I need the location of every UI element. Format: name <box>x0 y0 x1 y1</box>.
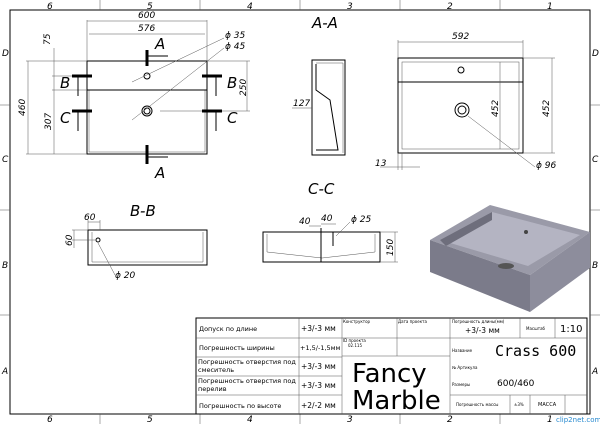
grid-col-label: 6 <box>47 2 53 12</box>
section-b-b: B-B 60 60 ϕ 20 <box>65 202 208 281</box>
grid-col-label: 4 <box>247 415 253 424</box>
dim-452-inner: 452 <box>491 100 501 117</box>
grid-row-label: B <box>592 261 598 271</box>
section-markers <box>72 50 222 164</box>
tolerance-label: Погрешность отверстия под смеситель <box>198 358 296 374</box>
length-tolerance-label: Погрешность длины(мм) <box>452 319 505 324</box>
project-date-label: Дата проекта <box>398 319 427 324</box>
dim-127: 127 <box>293 99 310 109</box>
cut-label-b-left: B <box>60 74 70 92</box>
scale-value: 1:10 <box>560 324 582 335</box>
mass-tolerance-value: ±3% <box>514 402 524 407</box>
tolerance-value: +2/-2 мм <box>301 401 336 410</box>
grid-row-label: D <box>2 49 9 59</box>
cut-label-a-bottom: A <box>154 164 165 182</box>
grid-col-label: 5 <box>147 415 153 424</box>
drain-hole <box>141 105 153 117</box>
top-view: 600 576 75 460 307 250 ϕ 35 ϕ 45 A A B B… <box>18 11 250 182</box>
dim-307: 307 <box>44 113 54 130</box>
name-label: Название <box>452 348 473 353</box>
mass-label: МАССА <box>538 402 557 408</box>
project-id: 02.115 <box>348 343 362 348</box>
section-cc-title: C-C <box>308 180 335 198</box>
product-name: Crass 600 <box>495 342 576 360</box>
grid-col-label: 3 <box>347 415 353 424</box>
size-value: 600/460 <box>497 379 535 389</box>
section-a-a: A-A 127 <box>292 14 346 156</box>
tolerance-label: Погрешность отверстия под перелив <box>198 377 296 393</box>
tolerance-value: +1,5/-1,5мм <box>300 344 341 352</box>
grid-row-label: D <box>592 49 599 59</box>
dim-60-h: 60 <box>84 213 96 223</box>
grid-row-label: A <box>1 367 8 377</box>
grid-col-label: 2 <box>447 2 453 12</box>
dim-60-v: 60 <box>65 234 75 246</box>
tolerance-label: Погрешность по высоте <box>199 402 281 410</box>
dim-460: 460 <box>18 99 28 116</box>
tolerance-label: Допуск по длине <box>199 325 257 333</box>
dim-592: 592 <box>452 32 469 42</box>
grid-col-label: 1 <box>547 415 553 424</box>
tolerance-value: +3/-3 мм <box>301 381 336 390</box>
grid-col-label: 6 <box>47 415 53 424</box>
dim-40-b: 40 <box>321 214 333 224</box>
grid-row-label: C <box>592 155 599 165</box>
grid-col-label: 5 <box>147 2 153 12</box>
tolerance-value: +3/-3 мм <box>301 324 336 333</box>
dim-13: 13 <box>375 159 387 169</box>
dim-452-outer: 452 <box>542 100 552 117</box>
tolerance-value: +3/-3 мм <box>301 362 336 371</box>
watermark: clip2net.com <box>556 416 600 424</box>
project-id-label: ID проекта <box>343 338 366 343</box>
tolerance-label: Погрешность ширины <box>199 344 275 352</box>
designer-label: Конструктор <box>343 319 371 324</box>
dim-576: 576 <box>138 24 155 34</box>
section-c-c: C-C 40 40 ϕ 25 150 <box>262 180 398 263</box>
title-block: Допуск по длине +3/-3 мм Погрешность шир… <box>195 317 588 416</box>
scale-label: Масштаб <box>526 326 546 331</box>
dia-25: ϕ 25 <box>351 215 372 225</box>
length-tolerance-value: +3/-3 мм <box>465 326 500 335</box>
grid-col-label: 2 <box>447 415 453 424</box>
cut-label-b-right: B <box>227 74 237 92</box>
section-aa-title: A-A <box>311 14 338 32</box>
brand-logo-line1: Fancy <box>352 359 427 389</box>
dia-45: ϕ 45 <box>225 42 246 52</box>
dia-35: ϕ 35 <box>225 31 246 41</box>
grid-col-label: 3 <box>347 2 353 12</box>
grid-col-label: 4 <box>247 2 253 12</box>
dim-75: 75 <box>43 33 53 45</box>
cut-label-c-right: C <box>227 109 238 127</box>
cut-label-a-top: A <box>154 35 165 53</box>
cut-label-c-left: C <box>60 109 71 127</box>
grid-row-label: A <box>591 367 598 377</box>
dia-96: ϕ 96 <box>536 161 557 171</box>
dim-600: 600 <box>138 11 155 21</box>
dia-20: ϕ 20 <box>115 271 136 281</box>
size-label: Размеры <box>452 382 470 387</box>
grid-col-label: 1 <box>547 2 553 12</box>
right-top-view: 592 452 452 13 ϕ 96 <box>375 32 557 171</box>
section-bb-title: B-B <box>130 202 156 220</box>
dim-250: 250 <box>239 79 249 96</box>
article-label: № Артикула <box>452 365 478 370</box>
dim-40-a: 40 <box>299 217 311 227</box>
basin-3d-render <box>430 205 590 312</box>
grid-row-label: B <box>2 261 8 271</box>
dim-150: 150 <box>386 239 396 256</box>
mass-tolerance-label: Погрешность массы <box>456 402 498 407</box>
brand-logo-line2: Marble <box>352 386 441 416</box>
grid-row-label: C <box>2 155 9 165</box>
